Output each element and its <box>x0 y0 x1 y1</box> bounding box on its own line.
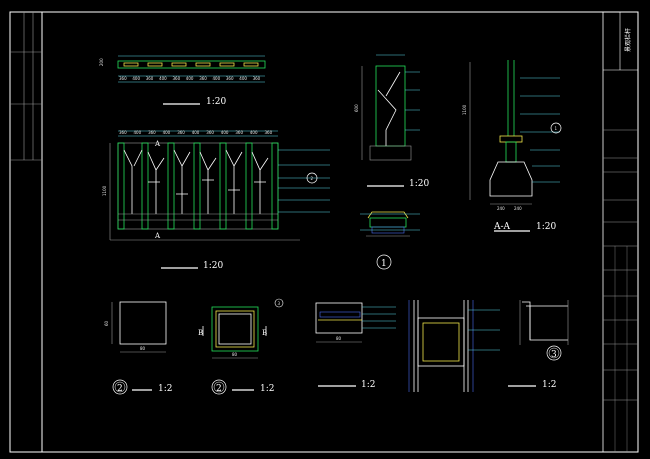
front-dim-9: 400 <box>250 130 258 135</box>
cap-callout-1: 1 <box>381 259 387 269</box>
front-dim-5: 400 <box>192 130 200 135</box>
side-elevation-view: 600 1:20 <box>354 54 429 189</box>
side-elevation-scale: 1:20 <box>409 179 429 189</box>
plan-dim-5: 400 <box>186 76 194 81</box>
plan-dim-9: 400 <box>239 76 247 81</box>
section-aa-title: A-A <box>493 222 511 232</box>
detail-post-section: 80 B B 3 2 1:2 <box>198 298 284 395</box>
section-callout-1: 1 <box>555 126 558 131</box>
corner-callout-3: 3 <box>551 350 557 360</box>
plan-dim-3: 400 <box>159 76 167 81</box>
front-dim-10: 360 <box>265 130 273 135</box>
section-base-dim-1: 240 <box>497 206 505 211</box>
top-plan-view: 360 400 360 400 360 400 360 400 360 400 360 200 1:… <box>99 55 266 107</box>
side-height-dim: 600 <box>354 104 359 112</box>
section-mark-a-bottom: A <box>154 232 161 240</box>
section-aa-scale: 1:20 <box>536 222 556 232</box>
rail-w-dim: 80 <box>336 336 342 341</box>
rail-scale: 1:2 <box>361 380 375 390</box>
plan-dimension-labels: 360 400 360 400 360 400 360 400 360 400 360 <box>119 76 261 81</box>
plan-dim-2: 360 <box>146 76 154 81</box>
front-elevation-scale: 1:20 <box>203 261 223 271</box>
post-sec-callout: 2 <box>216 384 222 394</box>
section-base-dim-2: 240 <box>514 206 522 211</box>
front-horizontal-rails <box>110 213 300 241</box>
sheet-frame <box>9 11 639 453</box>
plan-dim-6: 360 <box>199 76 207 81</box>
plan-dim-4: 360 <box>173 76 181 81</box>
post-sec-w-dim: 80 <box>232 352 238 357</box>
cap-profile-view: 1 <box>360 211 420 270</box>
section-mark-a-top: A <box>154 140 161 148</box>
front-dim-7: 400 <box>221 130 229 135</box>
left-binding-strip <box>10 12 42 161</box>
title-block-text: 景观栏杆 <box>624 28 632 52</box>
front-dim-6: 360 <box>206 130 214 135</box>
section-height-dim: 1100 <box>462 104 467 115</box>
plan-depth-dim: 200 <box>99 58 104 66</box>
post-elev-w-dim: 80 <box>140 346 146 351</box>
front-dim-0: 360 <box>119 130 127 135</box>
top-plan-scale: 1:20 <box>206 97 226 107</box>
detail-joint <box>408 300 500 392</box>
front-leaders <box>278 149 330 213</box>
plan-dim-7: 400 <box>213 76 221 81</box>
post-elev-scale: 1:2 <box>158 384 172 394</box>
detail-rail: 80 1:2 <box>315 302 396 390</box>
detail-corner: 3 1:2 <box>508 300 569 390</box>
front-dim-8: 360 <box>235 130 243 135</box>
plan-dim-10: 360 <box>253 76 261 81</box>
title-block: 景观栏杆 <box>602 12 638 452</box>
front-callout-2: 2 <box>311 176 314 181</box>
front-elevation-view: 360 400 360 400 360 400 360 400 360 400 360 1100 <box>102 130 330 271</box>
section-aa-view: 1100 1 240 240 A-A 1:20 <box>462 60 562 232</box>
front-posts <box>117 142 279 230</box>
front-panel-patterns <box>123 149 269 214</box>
front-dim-3: 400 <box>163 130 171 135</box>
post-elev-callout: 2 <box>117 384 123 394</box>
plan-dim-8: 360 <box>226 76 234 81</box>
plan-slots <box>123 62 259 67</box>
front-dim-1: 400 <box>134 130 142 135</box>
corner-scale: 1:2 <box>542 380 556 390</box>
front-dim-2: 360 <box>148 130 156 135</box>
detail-post-elevation: 60 80 2 1:2 <box>104 301 172 395</box>
post-sec-cut-right: B <box>262 329 267 337</box>
front-dimension-labels: 360 400 360 400 360 400 360 400 360 400 360 <box>119 130 273 135</box>
front-height-dim: 1100 <box>102 185 107 196</box>
post-sec-cut-left: B <box>198 329 203 337</box>
front-dim-4: 360 <box>177 130 185 135</box>
plan-dim-0: 360 <box>119 76 127 81</box>
post-elev-h-dim: 60 <box>104 320 109 326</box>
post-sec-side-callout: 3 <box>278 301 281 306</box>
plan-dim-1: 400 <box>132 76 140 81</box>
post-sec-scale: 1:2 <box>260 384 274 394</box>
